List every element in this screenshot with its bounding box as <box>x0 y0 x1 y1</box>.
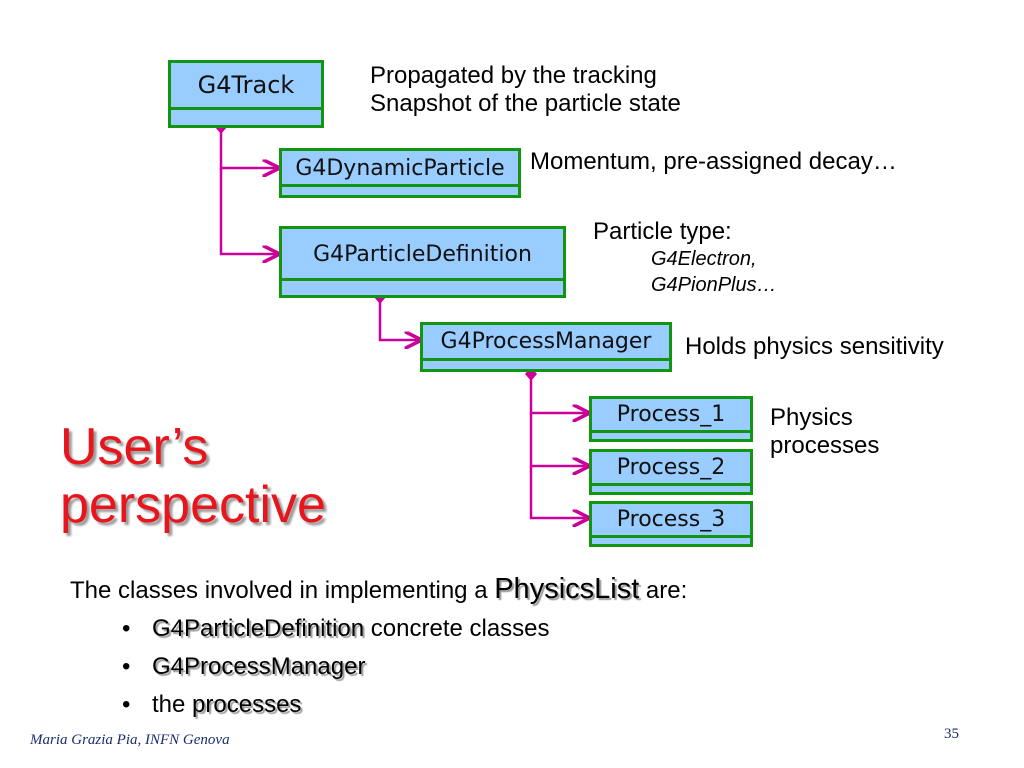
slide-title: User’s perspective <box>60 418 326 534</box>
connector-manager-to-process3 <box>529 466 588 518</box>
bullet-item-3-text: the <box>152 691 193 718</box>
class-name-process-2: Process_2 <box>592 452 750 486</box>
bullet-item-1-term: G4ParticleDefinition <box>152 615 365 642</box>
class-box-g4track: G4Track <box>168 60 324 128</box>
note-track-line1: Propagated by the tracking <box>370 62 657 89</box>
class-box-g4processmanager: G4ProcessManager <box>420 322 672 372</box>
note-processes: Physics processes <box>770 404 879 460</box>
class-name-g4particledefinition: G4ParticleDefinition <box>282 229 563 281</box>
bullet-item-3-term: processes <box>192 691 302 718</box>
note-particle-type: Particle type: G4Electron, G4PionPlus… <box>593 218 777 298</box>
slide-title-line2: perspective <box>60 476 326 534</box>
class-name-g4dynamicparticle: G4DynamicParticle <box>282 151 518 187</box>
class-name-process-1: Process_1 <box>592 399 750 433</box>
bullet-item-1: • G4ParticleDefinition concrete classes <box>70 610 687 648</box>
bullet-list: • G4ParticleDefinition concrete classes •… <box>70 610 687 724</box>
note-processes-line1: Physics <box>770 404 853 431</box>
physicslist-term: PhysicsList <box>494 573 640 605</box>
slide-title-line1: User’s <box>60 418 209 476</box>
note-process-manager: Holds physics sensitivity <box>685 333 944 360</box>
class-box-process-3: Process_3 <box>589 501 753 547</box>
class-box-g4dynamicparticle: G4DynamicParticle <box>279 148 521 198</box>
class-name-process-3: Process_3 <box>592 504 750 538</box>
bullet-marker: • <box>122 653 131 680</box>
note-particle-type-example-1: G4Electron, <box>651 248 757 270</box>
class-name-g4processmanager: G4ProcessManager <box>423 325 669 361</box>
note-track-line2: Snapshot of the particle state <box>370 90 681 117</box>
note-dynamic-particle: Momentum, pre-assigned decay… <box>530 148 897 175</box>
class-box-g4particledefinition: G4ParticleDefinition <box>279 226 566 298</box>
footer-author: Maria Grazia Pia, INFN Genova <box>30 732 230 748</box>
note-particle-type-label: Particle type: <box>593 218 732 245</box>
body-text: The classes involved in implementing a P… <box>70 570 687 724</box>
bullet-item-2-term: G4ProcessManager <box>152 653 366 680</box>
intro-text: The classes involved in implementing a <box>70 577 495 604</box>
bullet-marker: • <box>122 691 131 718</box>
class-box-process-1: Process_1 <box>589 396 753 442</box>
bullet-item-2: • G4ProcessManager <box>70 648 687 686</box>
note-particle-type-example-2: G4PionPlus… <box>651 274 777 296</box>
connector-definition-to-manager <box>378 297 420 340</box>
class-box-process-2: Process_2 <box>589 449 753 495</box>
bullet-item-1-text: concrete classes <box>364 615 550 642</box>
note-track: Propagated by the tracking Snapshot of t… <box>370 62 681 118</box>
bullet-item-3: • the processes <box>70 686 687 724</box>
connector-track-to-dynamic <box>219 128 278 168</box>
note-processes-line2: processes <box>770 432 880 459</box>
page-number: 35 <box>944 726 959 742</box>
intro-sentence: The classes involved in implementing a P… <box>70 570 687 610</box>
bullet-marker: • <box>122 615 131 642</box>
connector-track-to-definition <box>219 168 278 254</box>
connector-manager-to-process1 <box>529 374 588 413</box>
intro-tail: are: <box>639 577 688 604</box>
class-name-g4track: G4Track <box>171 63 321 110</box>
connector-manager-to-process2 <box>529 413 588 466</box>
